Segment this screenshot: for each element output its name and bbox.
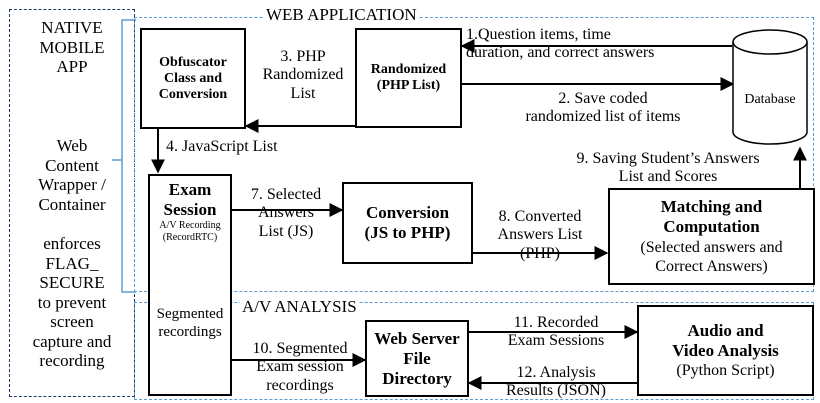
label-10: 10. Segmented Exam session recordings (252, 340, 348, 394)
native-brace (112, 19, 136, 293)
web-application-title: WEB APPLICATION (264, 5, 419, 25)
randomized-box: Randomized (PHP List) (355, 28, 462, 128)
label-8: 8. Converted Answers List (PHP) (497, 208, 583, 262)
exam-session-box: Exam Session A/V Recording (RecordRTC) S… (148, 174, 232, 396)
label-12: 12. Analysis Results (JSON) (505, 364, 606, 400)
conversion-box: Conversion (JS to PHP) (342, 182, 473, 264)
native-app-wrapper-text: Web Content Wrapper / Container (38, 136, 106, 214)
label-4: 4. JavaScript List (166, 138, 278, 155)
segmented-recordings-label: Segmented recordings (156, 306, 224, 341)
label-2: 2. Save coded randomized list of items (525, 90, 681, 126)
label-1: 1.Question items, time duration, and cor… (466, 26, 655, 62)
database-cylinder (732, 29, 808, 145)
native-app-flag-secure-text: enforces FLAG_ SECURE to prevent screen … (32, 234, 112, 371)
database-label: Database (744, 92, 796, 107)
label-11: 11. Recorded Exam Sessions (507, 314, 605, 350)
web-application-section (134, 17, 814, 292)
web-server-box: Web Server File Directory (365, 320, 469, 397)
av-analysis-title: A/V ANALYSIS (240, 297, 359, 317)
native-app-title: NATIVE MOBILE APP (39, 18, 105, 77)
label-9: 9. Saving Student’s Answers List and Sco… (576, 150, 760, 186)
label-3: 3. PHP Randomized List (262, 48, 344, 102)
label-7: 7. Selected Answers List (JS) (250, 186, 322, 240)
matching-box: Matching and Computation (Selected answe… (608, 188, 815, 285)
obfuscator-box: Obfuscator Class and Conversion (140, 28, 246, 129)
audio-video-analysis-box: Audio and Video Analysis (Python Script) (637, 305, 814, 396)
